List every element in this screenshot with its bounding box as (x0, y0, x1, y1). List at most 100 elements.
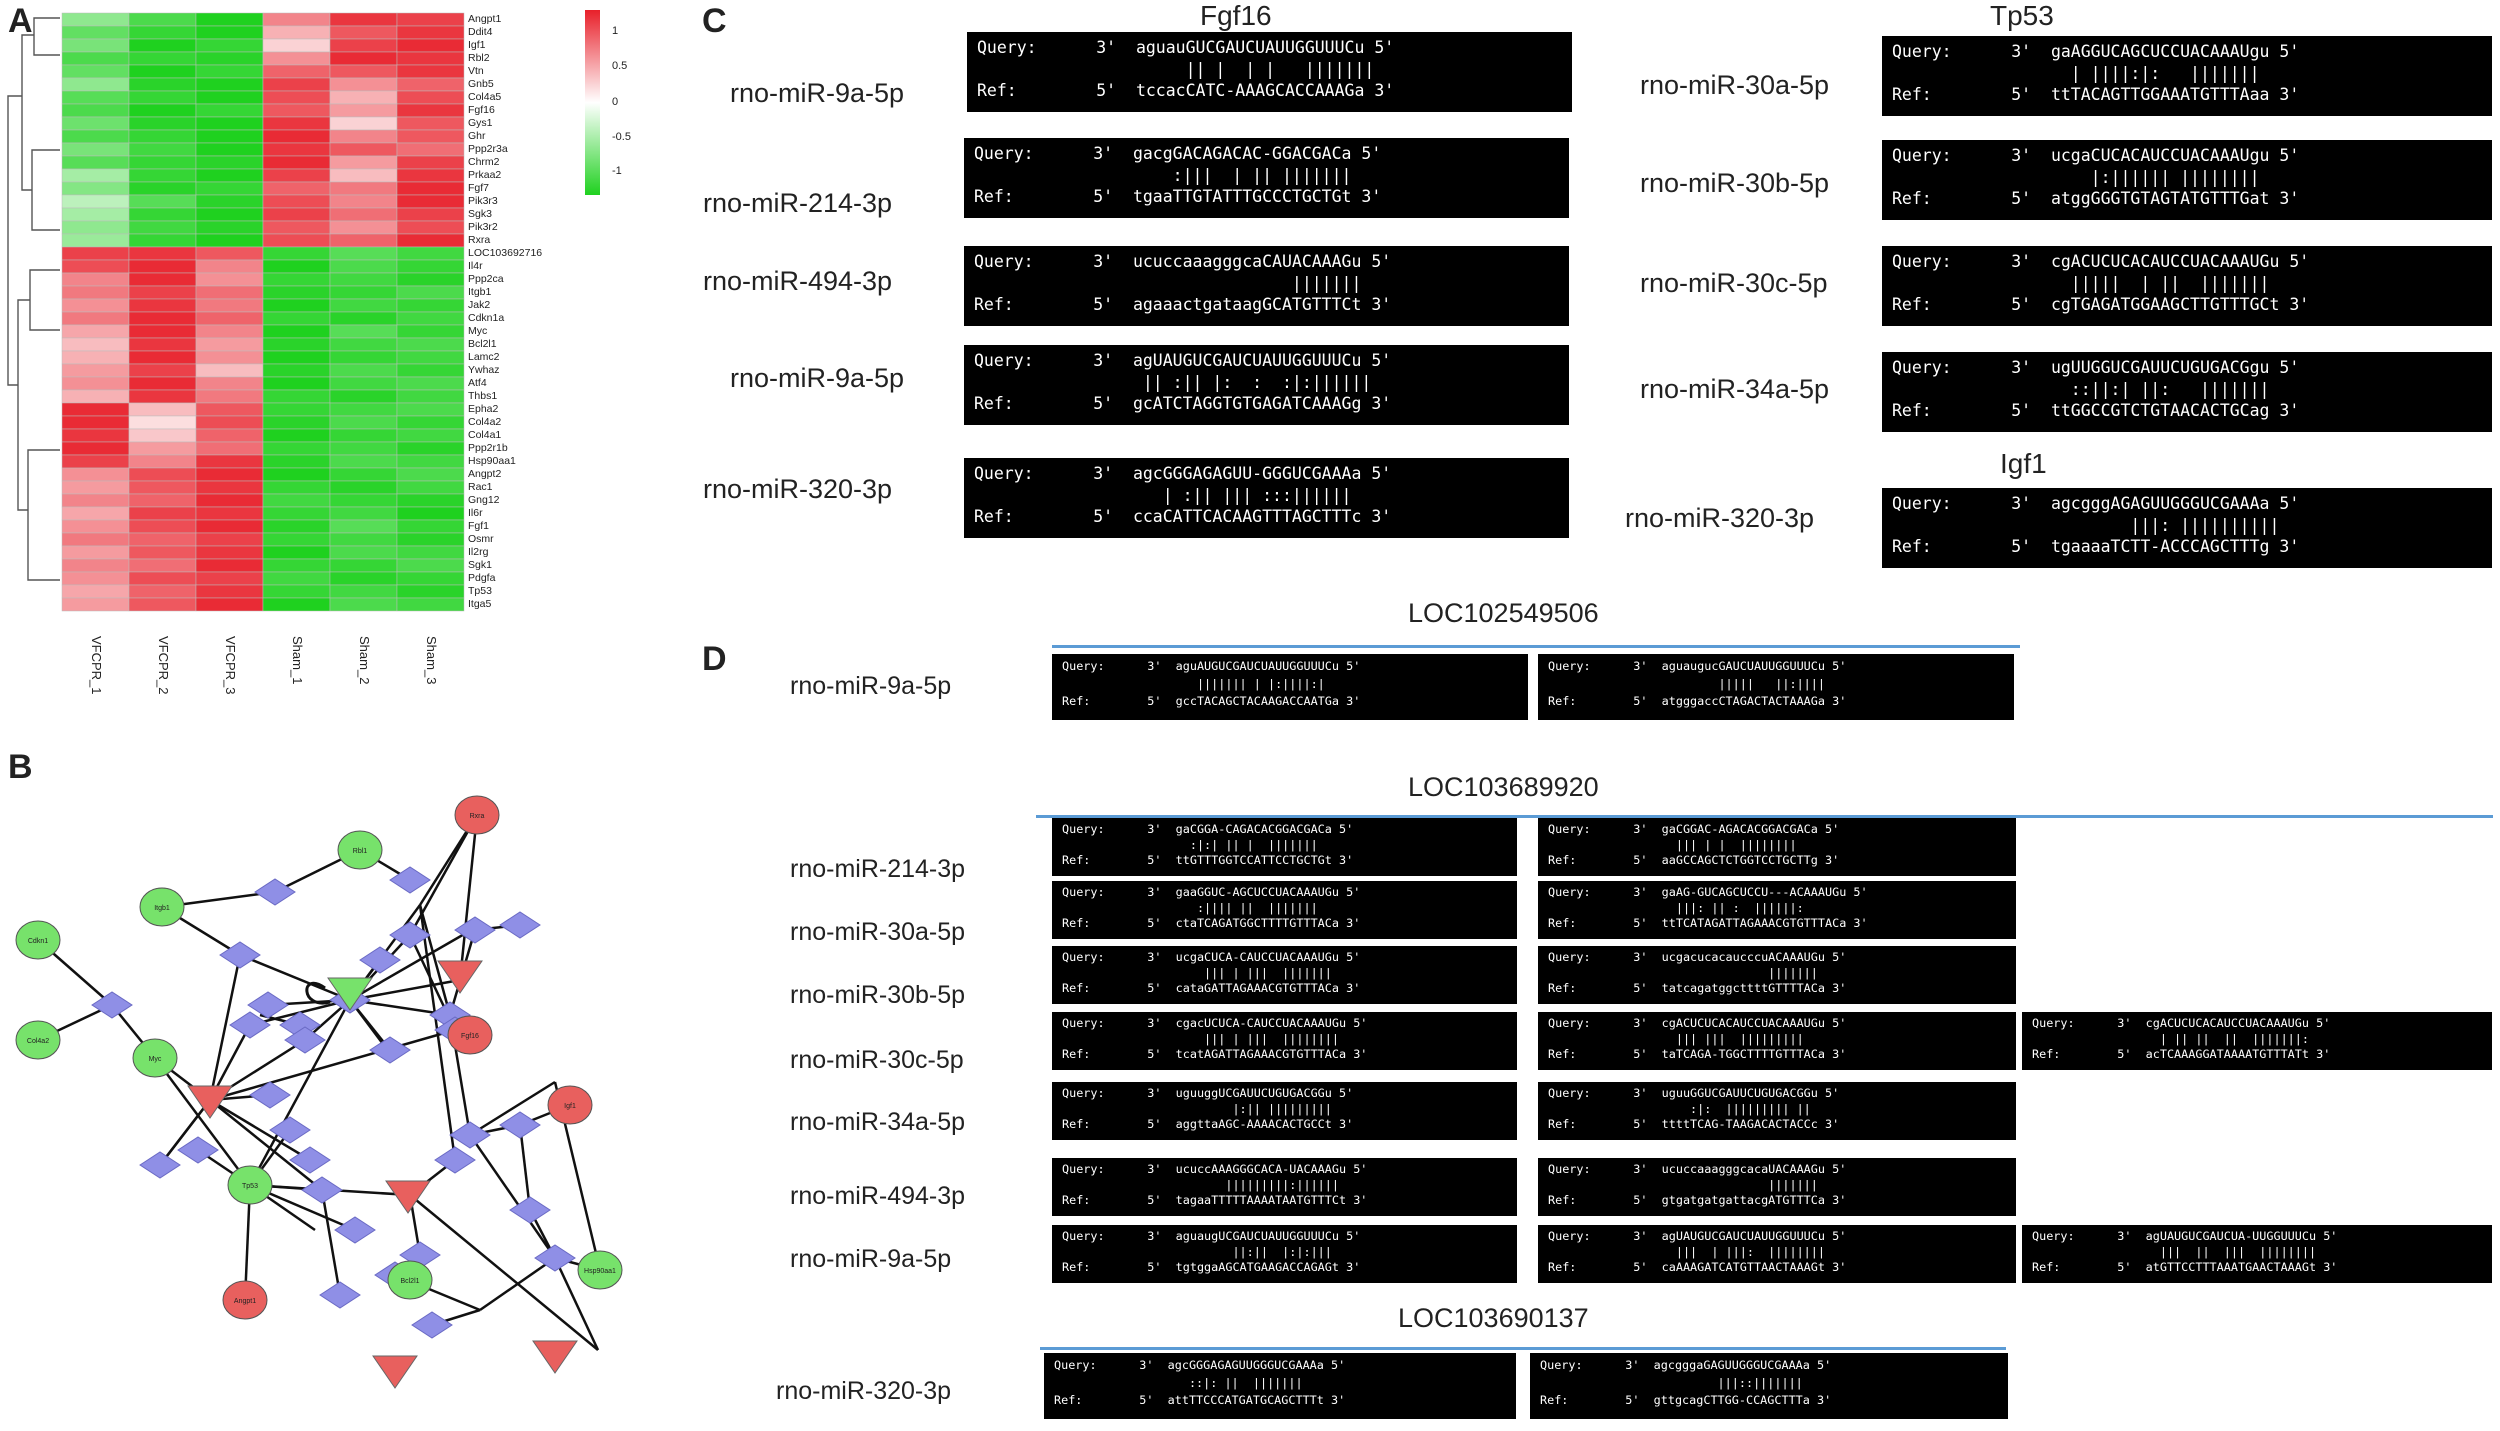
heatmap-cell (128, 584, 197, 599)
heatmap-cell (329, 272, 398, 287)
match-line: || :|| |: : :|:|||||| (974, 373, 1372, 392)
heatmap-cell (262, 155, 331, 170)
heatmap-cell (61, 584, 130, 599)
alignment-box: Query: 3' ucuccAAAGGGCACA-UACAAAGu 5' ||… (1052, 1158, 1517, 1216)
ref-line: Ref: 5' atggGGGTGTAGTATGTTTGat 3' (1892, 189, 2300, 208)
heatmap-cell (195, 246, 264, 261)
alignment-box: Query: 3' gaCGGA-CAGACACGGACGACa 5' :|:|… (1052, 818, 1517, 876)
heatmap-cell (128, 311, 197, 326)
gene-label: Ppp2r3a (468, 143, 508, 155)
ref-line: Ref: 5' tccacCATC-AAAGCACCAAAGa 3' (977, 81, 1395, 100)
gene-label: Il6r (468, 507, 483, 519)
heatmap-cell (396, 90, 465, 105)
heatmap-cell (195, 376, 264, 391)
heatmap-cell (61, 12, 130, 27)
ref-line: Ref: 5' gtgatgatgattacgATGTTTCa 3' (1548, 1193, 1847, 1207)
mirna-label: rno-miR-30b-5p (790, 981, 966, 1009)
heatmap-cell (396, 51, 465, 66)
heatmap-cell (262, 311, 331, 326)
heatmap-cell (61, 545, 130, 560)
heatmap-cell (195, 64, 264, 79)
mirna-nodes (91, 866, 591, 1339)
query-line: Query: 3' uguuggUCGAUUCUGUGACGGu 5' (1062, 1086, 1354, 1100)
heatmap-cell (61, 571, 130, 586)
heatmap-cell (195, 272, 264, 287)
gene-label: Igf1 (468, 39, 486, 51)
group-divider (1036, 815, 2493, 818)
gene-label: Angpt1 (468, 13, 502, 25)
mirna-label: rno-miR-494-3p (790, 1182, 966, 1210)
target-title-fgf16: Fgf16 (1200, 0, 1272, 31)
legend-tick: 0 (612, 96, 619, 108)
ref-line: Ref: 5' tatcagatggcttttGTTTTACa 3' (1548, 981, 1847, 995)
heatmap-cell (195, 415, 264, 430)
heatmap-cell (396, 337, 465, 352)
heatmap-cell (128, 454, 197, 469)
query-line: Query: 3' agUAUGUCGAUCUA-UUGGUUUCu 5' (2032, 1229, 2338, 1243)
gene-label: Ppp2ca (468, 273, 504, 285)
heatmap-cell (329, 90, 398, 105)
heatmap-cell (396, 558, 465, 573)
mirna-label: rno-miR-9a-5p (790, 672, 952, 700)
gene-node-label: Bcl2l1 (400, 1278, 419, 1285)
ref-line: Ref: 5' tgaaaaTCTT-ACCCAGCTTTg 3' (1892, 537, 2300, 556)
query-line: Query: 3' ugUUGGUCGAUUCUGUGACGgu 5' (1892, 358, 2300, 377)
heatmap (7, 10, 600, 612)
heatmap-cell (61, 129, 130, 144)
heatmap-cell (128, 597, 197, 612)
heatmap-cell (396, 285, 465, 300)
heatmap-cell (329, 532, 398, 547)
heatmap-cell (61, 103, 130, 118)
alignment-box: Query: 3' gacgGACAGACAC-GGACGACa 5' :|||… (964, 138, 1569, 218)
gene-label: Itga5 (468, 598, 492, 610)
heatmap-cell (262, 389, 331, 404)
ref-line: Ref: 5' tcatAGATTAGAAACGTGTTTACa 3' (1062, 1047, 1368, 1061)
heatmap-cell (195, 584, 264, 599)
heatmap-cell (195, 480, 264, 495)
gene-node-label: Fgf16 (461, 1033, 479, 1040)
heatmap-cell (396, 207, 465, 222)
heatmap-cell (61, 402, 130, 417)
heatmap-cell (61, 116, 130, 131)
heatmap-cell (329, 77, 398, 92)
heatmap-cell (61, 194, 130, 209)
mirna-node (499, 911, 541, 939)
query-line: Query: 3' cgACUCUCACAUCCUACAAAUGu 5' (1548, 1016, 1847, 1030)
heatmap-cell (262, 38, 331, 53)
match-line: ||| | |||: |||||||| (1548, 1245, 1825, 1259)
row-dendrogram (7, 17, 60, 581)
ref-line: Ref: 5' gccTACAGCTACAAGACCAATGa 3' (1062, 694, 1361, 708)
gene-label: Col4a2 (468, 416, 502, 428)
heatmap-cell (262, 233, 331, 248)
panel-label-a: A (8, 2, 33, 40)
heatmap-cell (262, 376, 331, 391)
gene-label: Ghr (468, 130, 486, 142)
mirna-node (534, 1244, 576, 1272)
heatmap-cell (128, 38, 197, 53)
heatmap-cell (195, 350, 264, 365)
gene-label: Atf4 (468, 377, 487, 389)
heatmap-cell (195, 259, 264, 274)
gene-label: Hsp90aa1 (468, 455, 516, 467)
heatmap-cell (396, 233, 465, 248)
gene-label: Ppp2r1b (468, 442, 508, 454)
ref-line: Ref: 5' ccaCATTCACAAGTTTAGCTTTc 3' (974, 507, 1392, 526)
heatmap-cell (262, 454, 331, 469)
match-line: ||||||| (1548, 966, 1818, 980)
ref-line: Ref: 5' caAAAGATCATGTTAACTAAAGt 3' (1548, 1260, 1847, 1274)
alignment-box: Query: 3' aguaugucGAUCUAUUGGUUUCu 5' |||… (1538, 654, 2014, 720)
heatmap-cell (396, 12, 465, 27)
heatmap-cell (396, 454, 465, 469)
ref-line: Ref: 5' attTTCCCATGATGCAGCTTTt 3' (1054, 1393, 1346, 1407)
gene-label: Vtn (468, 65, 484, 77)
gene-label: Pik3r3 (468, 195, 498, 207)
heatmap-cell (396, 220, 465, 235)
mirna-node (289, 1146, 331, 1174)
match-line: ||| | ||| |||||||| (1062, 1032, 1339, 1046)
heatmap-cell (396, 116, 465, 131)
heatmap-cell (396, 311, 465, 326)
heatmap-cell (396, 168, 465, 183)
heatmap-cell (329, 506, 398, 521)
heatmap-cell (61, 298, 130, 313)
ref-line: Ref: 5' ttGTTTGGTCCATTCCTGCTGt 3' (1062, 853, 1354, 867)
